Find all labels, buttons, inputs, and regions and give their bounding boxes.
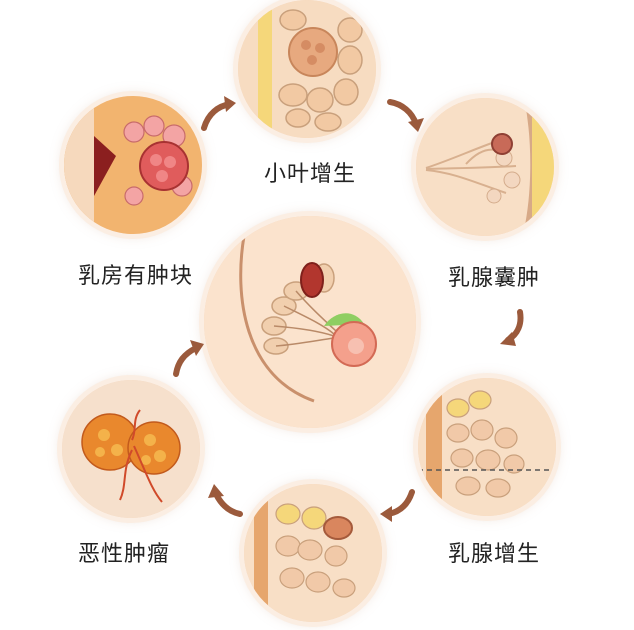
lobular-hyperplasia-icon (238, 0, 376, 138)
breast-hyperplasia-icon (418, 378, 556, 516)
arrow-cyst-to-hyperplasia (490, 306, 534, 350)
breast-cyst-icon (416, 98, 554, 236)
arrow-lump-to-lobular (196, 94, 240, 138)
arrow-malignant-to-center (166, 338, 210, 382)
breast-tissue-icon (244, 484, 382, 622)
stage-label-lump: 乳房有肿块 (78, 264, 194, 289)
arrow-bottom-to-malignant (202, 482, 246, 526)
malignant-tumor-icon (62, 380, 200, 518)
arrow-lobular-to-cyst (382, 92, 426, 136)
stage-label-lobular: 小叶增生 (264, 162, 357, 187)
stage-label-malignant: 恶性肿瘤 (78, 542, 171, 567)
breast-lump-icon (64, 96, 202, 234)
breast-anatomy-icon (204, 216, 416, 428)
stage-label-cyst: 乳腺囊肿 (448, 266, 541, 291)
stage-label-hyperplasia: 乳腺增生 (448, 542, 541, 567)
arrow-hyperplasia-to-bottom (378, 482, 422, 526)
